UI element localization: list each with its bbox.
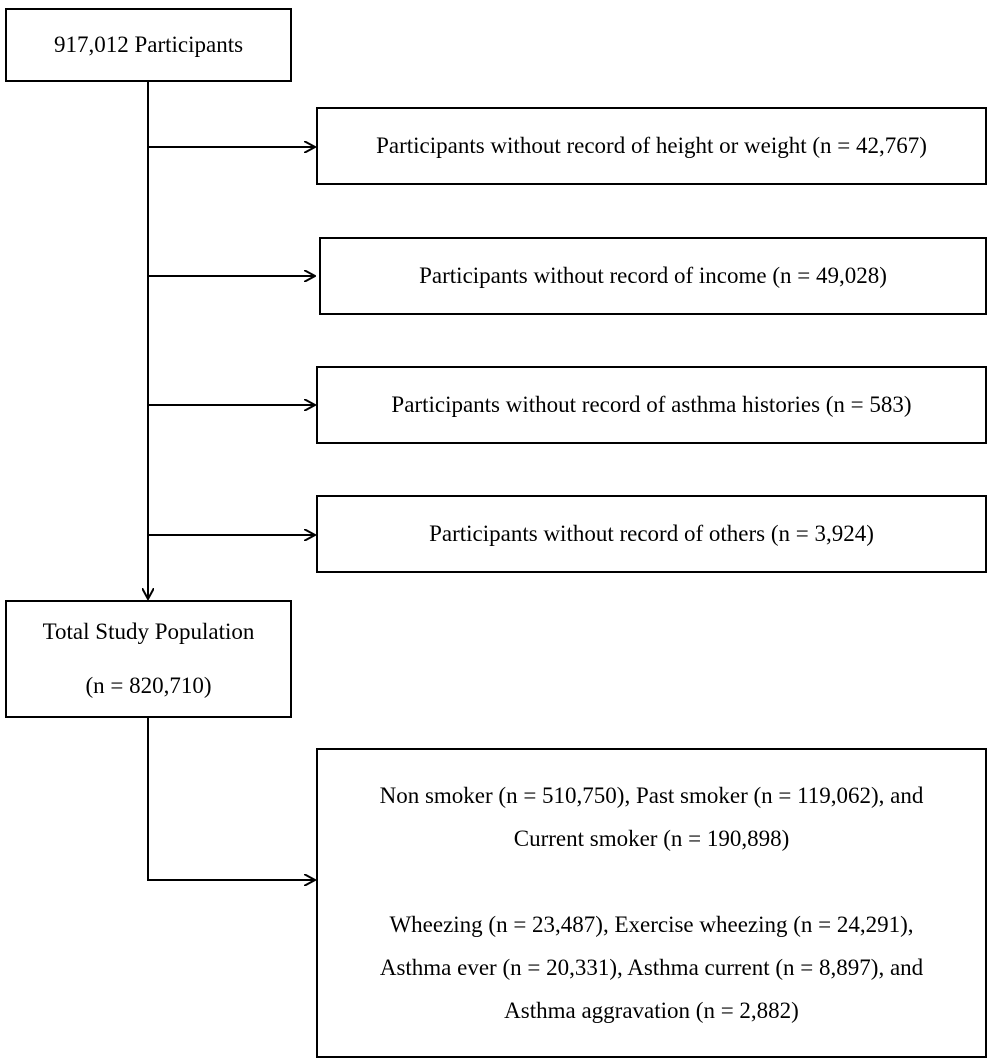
total-population-box: Total Study Population (n = 820,710) — [5, 600, 292, 718]
start-label: 917,012 Participants — [53, 32, 244, 58]
smoking-status-line-2: Current smoker (n = 190,898) — [513, 826, 790, 851]
exclusion-box-height-weight: Participants without record of height or… — [316, 107, 987, 185]
smoking-status-line-1: Non smoker (n = 510,750), Past smoker (n… — [379, 783, 924, 808]
symptoms-line-2: Asthma ever (n = 20,331), Asthma current… — [379, 955, 924, 980]
exclusion-box-asthma-histories: Participants without record of asthma hi… — [316, 366, 987, 444]
exclusion-box-others: Participants without record of others (n… — [316, 495, 987, 573]
exclusion-label-asthma-histories: Participants without record of asthma hi… — [391, 392, 912, 418]
exclusion-label-others: Participants without record of others (n… — [429, 521, 874, 547]
exclusion-label-income: Participants without record of income (n… — [419, 263, 887, 289]
exclusion-label-height-weight: Participants without record of height or… — [376, 133, 927, 159]
total-population-label: Total Study Population — [42, 619, 255, 644]
result-box: Non smoker (n = 510,750), Past smoker (n… — [316, 748, 987, 1058]
start-box: 917,012 Participants — [5, 8, 292, 82]
total-population-count: (n = 820,710) — [85, 673, 212, 698]
symptoms-line-3: Asthma aggravation (n = 2,882) — [504, 998, 799, 1023]
arrow-to-result — [147, 718, 314, 880]
exclusion-box-income: Participants without record of income (n… — [319, 237, 987, 315]
symptoms-line-1: Wheezing (n = 23,487), Exercise wheezing… — [389, 912, 914, 937]
